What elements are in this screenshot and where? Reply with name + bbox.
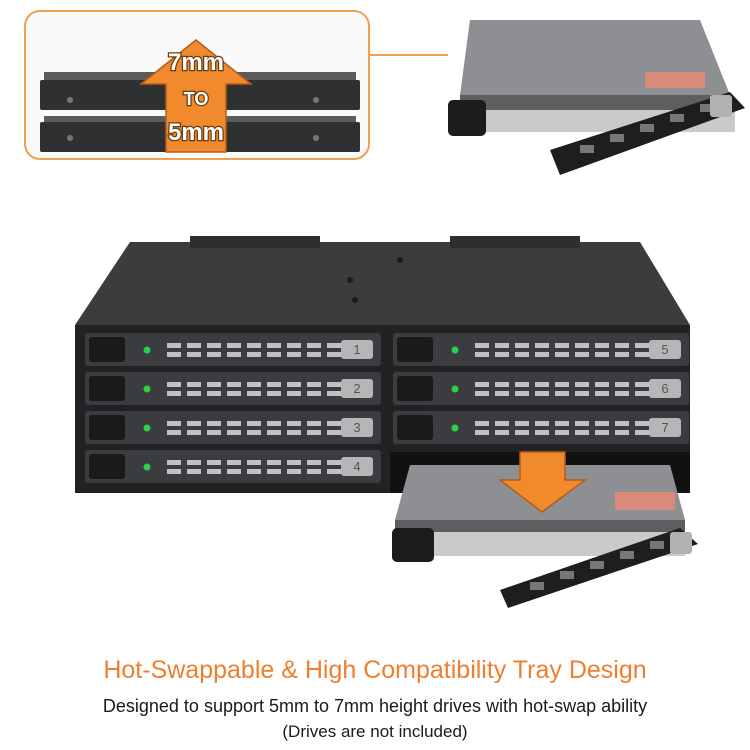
description-line: Designed to support 5mm to 7mm height dr… [102,696,648,716]
drive-bay-6[interactable]: 6 [393,372,689,405]
drive-bays: 1 2 3 4 5 6 7 [85,333,689,483]
enclosure-illustration: 1 2 3 4 5 6 7 [75,236,690,493]
arrow-label-mid: TO [184,89,209,109]
bay-number-label: 6 [661,381,668,396]
bay-number-label: 2 [353,381,360,396]
disclaimer-line: (Drives are not included) [282,722,468,741]
bay-latch[interactable] [89,454,125,479]
status-led-icon [143,424,151,432]
bay-number-label: 1 [353,342,360,357]
bay-number-label: 3 [353,420,360,435]
bay-latch[interactable] [397,337,433,362]
bay-latch[interactable] [89,376,125,401]
status-led-icon [451,385,459,393]
ejected-tray-illustration [392,451,698,608]
status-led-icon [451,424,459,432]
single-tray-illustration [448,20,745,175]
bay-number-label: 4 [353,459,360,474]
status-led-icon [143,463,151,471]
tray-latch [448,100,486,136]
drive-bay-1[interactable]: 1 [85,333,381,366]
chassis-top [75,242,690,325]
drive-bay-5[interactable]: 5 [393,333,689,366]
down-arrow-icon [497,451,588,513]
drive-bay-2[interactable]: 2 [85,372,381,405]
ejected-drive-label [615,492,675,510]
drive-bay-4[interactable]: 4 [85,450,381,483]
inset-leader-line [370,54,448,56]
bay-latch[interactable] [89,337,125,362]
inset-illustration: 7mm TO 5mm [40,39,360,153]
arrow-label-top: 7mm [168,49,224,76]
bay-latch[interactable] [397,376,433,401]
bay-number-label: 5 [661,342,668,357]
ejected-tray-latch [392,528,434,562]
bay-latch[interactable] [397,415,433,440]
drive-bay-3[interactable]: 3 [85,411,381,444]
status-led-icon [143,346,151,354]
up-arrow-icon: 7mm TO 5mm [138,39,254,153]
bay-latch[interactable] [89,415,125,440]
bay-number-label: 7 [661,420,668,435]
headline: Hot-Swappable & High Compatibility Tray … [103,656,647,684]
drive-label-sticker [645,72,705,88]
drive-height-inset: 7mm TO 5mm [24,10,370,160]
status-led-icon [143,385,151,393]
status-led-icon [451,346,459,354]
arrow-label-bottom: 5mm [168,119,224,146]
drive-bay-7[interactable]: 7 [393,411,689,444]
tray-handle [550,92,745,175]
